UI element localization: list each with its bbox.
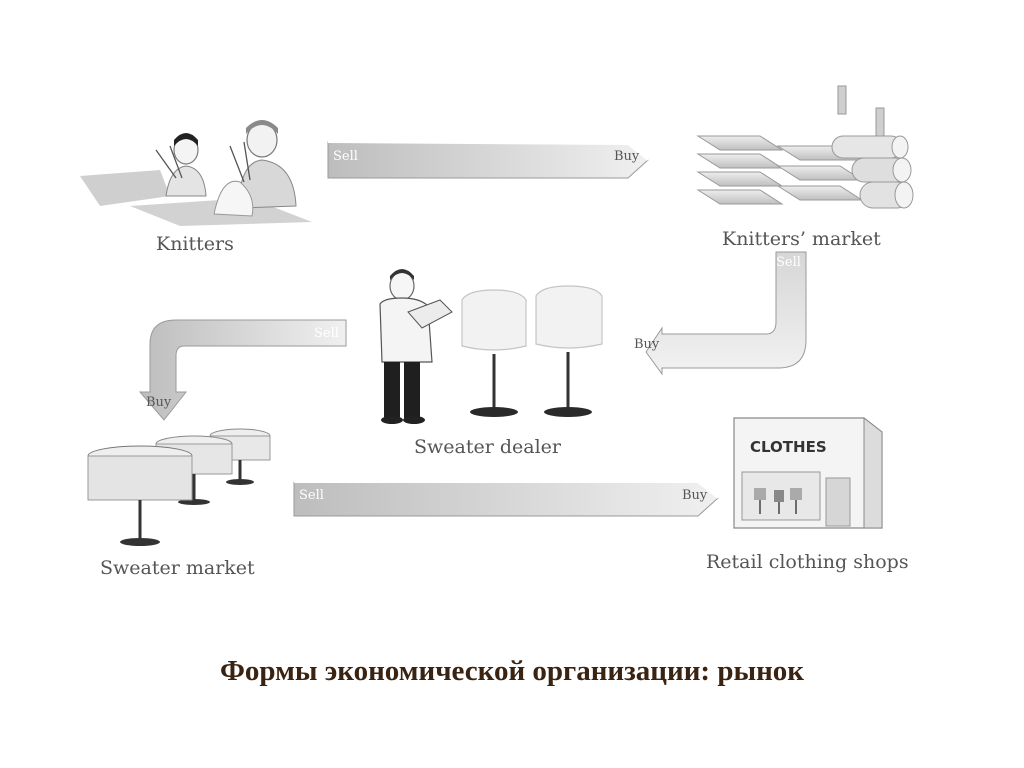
knitters-market-label: Knitters’ market [722, 228, 881, 250]
sell-label: Sell [333, 149, 358, 164]
sweater-dealer-illustration [379, 269, 603, 424]
buy-label: Buy [614, 149, 640, 164]
arrow-market-to-dealer: Sell Buy [634, 251, 807, 376]
retail-shops-label: Retail clothing shops [706, 551, 909, 573]
sell-label: Sell [314, 326, 339, 341]
arrow-dealer-to-sweater-market: Sell Buy [138, 319, 347, 421]
page-title: Формы экономической организации: рынок [219, 655, 805, 687]
sell-label: Sell [776, 255, 801, 270]
fabric-bolts-illustration [696, 85, 914, 209]
arrow-knitters-to-market: Sell Buy [327, 141, 649, 179]
sweater-tables-illustration [87, 428, 271, 546]
shop-sign: CLOTHES [750, 438, 827, 456]
buy-label: Buy [634, 337, 660, 352]
buy-label: Buy [682, 488, 708, 503]
knitters-label: Knitters [156, 233, 234, 255]
arrow-sweater-market-to-retail: Sell Buy [293, 481, 719, 517]
knitters-illustration [80, 120, 312, 226]
buy-label: Buy [146, 395, 172, 410]
clothing-shop-illustration: CLOTHES [733, 416, 883, 529]
sweater-dealer-label: Sweater dealer [414, 436, 561, 458]
sell-label: Sell [299, 488, 324, 503]
sweater-market-label: Sweater market [100, 557, 255, 579]
